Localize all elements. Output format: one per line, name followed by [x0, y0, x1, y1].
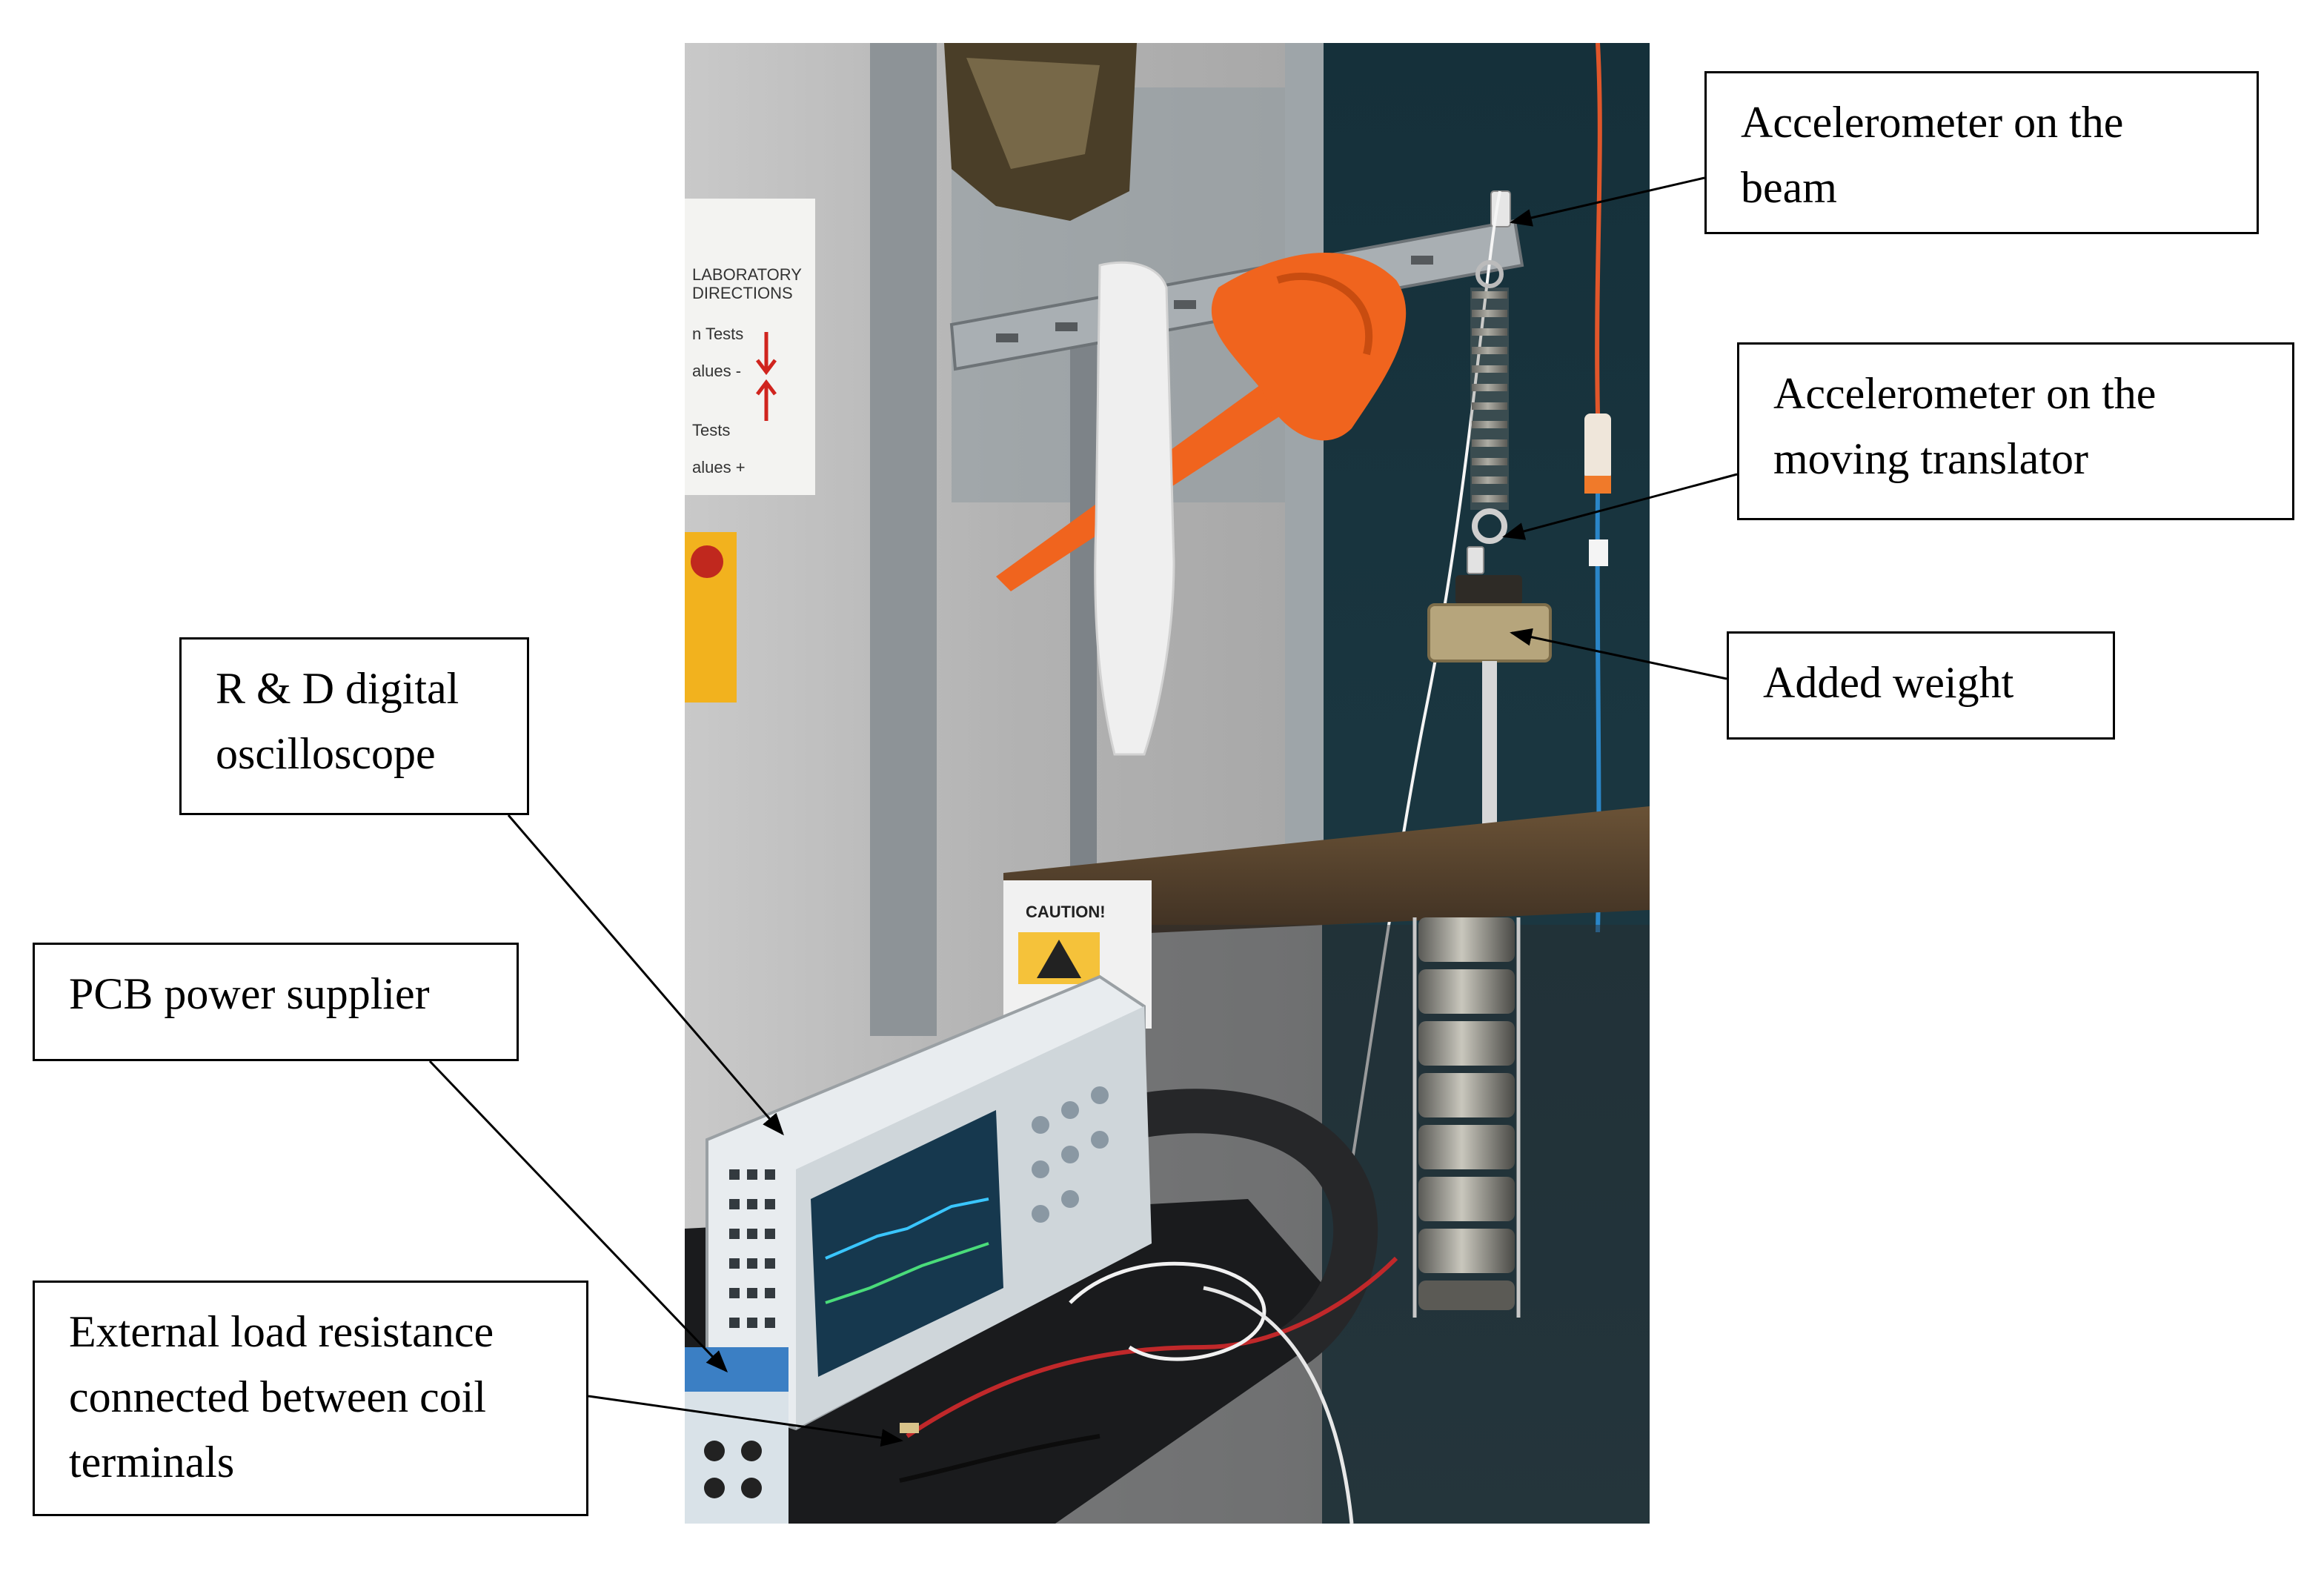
scope-vent-grid: [729, 1169, 775, 1328]
svg-text:LABORATORY: LABORATORY: [692, 265, 802, 284]
red-vertical-cable: [1595, 43, 1602, 414]
lab-sign-text: LABORATORY DIRECTIONS n Tests alues - Te…: [692, 265, 802, 476]
foil-highlight: [966, 58, 1100, 169]
strap-loop: [1276, 272, 1373, 356]
translator-accelerometer: [1467, 546, 1484, 574]
spring-body: [1470, 288, 1509, 510]
oscilloscope-screen: [811, 1110, 1003, 1377]
callout-load-resistance-line-2: connected between coil: [69, 1372, 487, 1421]
svg-text:n Tests: n Tests: [692, 325, 743, 343]
white-cable-loop: [1069, 1261, 1266, 1361]
spring-top-ring: [1475, 260, 1504, 288]
cable-tag: [1589, 539, 1608, 566]
callout-oscilloscope-line-2: oscilloscope: [216, 729, 436, 778]
callout-translator-accelerometer: Accelerometer on the moving translator: [1737, 342, 2294, 520]
pcb-power-knobs: [704, 1441, 762, 1498]
callout-load-resistance-line-1: External load resistance: [69, 1307, 494, 1356]
coil-stack-rods: [1412, 917, 1521, 1318]
spring: [1472, 291, 1507, 502]
callout-power-supplier-line-1: PCB power supplier: [69, 969, 430, 1018]
wooden-table-top: [1003, 806, 1650, 940]
added-weight-disk: [1427, 603, 1552, 662]
caution-sign-label: CAUTION!: [1026, 903, 1106, 921]
coil-stack: [1418, 917, 1515, 1310]
callout-load-resistance-line-3: terminals: [69, 1438, 235, 1487]
callout-load-resistance: External load resistance connected betwe…: [33, 1281, 588, 1516]
added-weight-top: [1455, 575, 1522, 605]
black-cable: [899, 1434, 1100, 1483]
black-hose: [1093, 1089, 1378, 1366]
connector-orange-band: [1584, 476, 1611, 494]
arrow-up-icon: [756, 379, 777, 421]
white-wrapped-cable: [1094, 261, 1175, 756]
callout-added-weight-line-1: Added weight: [1763, 658, 2014, 707]
pcb-power-front: [685, 1392, 788, 1524]
scope-knobs: [1032, 1086, 1109, 1223]
callout-beam-accelerometer-line-1: Accelerometer on the: [1741, 98, 2124, 147]
callout-oscilloscope-line-1: R & D digital: [216, 664, 459, 713]
callout-beam-accelerometer: Accelerometer on the beam: [1704, 71, 2259, 234]
svg-text:alues -: alues -: [692, 362, 741, 380]
scope-trace-2: [825, 1242, 989, 1304]
callout-oscilloscope: R & D digital oscilloscope: [179, 637, 529, 815]
frame-post-mid: [1070, 339, 1097, 873]
load-resistor: [900, 1423, 919, 1433]
beam-accelerometer-cable: [1328, 190, 1501, 1303]
white-cable-bench: [1203, 1286, 1354, 1524]
red-cable: [906, 1256, 1398, 1438]
callout-added-weight: Added weight: [1727, 631, 2115, 740]
svg-text:Tests: Tests: [692, 421, 730, 439]
warning-sticker-dot: [691, 545, 723, 578]
warning-triangle-icon: [1037, 940, 1081, 978]
callout-translator-accelerometer-line-1: Accelerometer on the: [1773, 369, 2157, 418]
weight-rod: [1482, 661, 1497, 831]
scope-trace: [825, 1198, 989, 1260]
svg-text:DIRECTIONS: DIRECTIONS: [692, 284, 793, 302]
callout-beam-accelerometer-line-2: beam: [1741, 163, 1837, 212]
frame-post-left: [870, 43, 937, 1036]
lab-sign: [685, 199, 815, 495]
cable-connector: [1584, 413, 1611, 480]
arrow-down-icon: [756, 332, 777, 376]
callout-translator-accelerometer-line-2: moving translator: [1773, 434, 2088, 483]
frame-post-right: [1285, 43, 1324, 917]
svg-text:alues +: alues +: [692, 458, 746, 476]
callout-power-supplier: PCB power supplier: [33, 943, 519, 1061]
experimental-setup-photo: LABORATORY DIRECTIONS n Tests alues - Te…: [685, 43, 1650, 1524]
